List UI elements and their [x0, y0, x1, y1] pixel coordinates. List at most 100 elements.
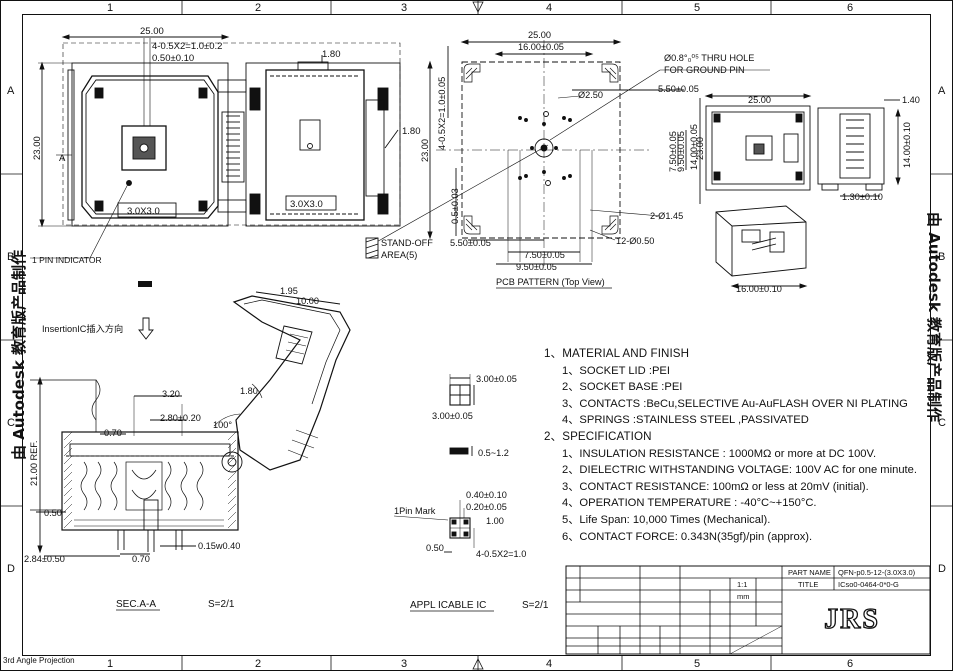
pcb-hole-note-2: FOR GROUND PIN: [664, 65, 745, 75]
pcb-dim-23: 23.00: [420, 139, 430, 162]
ic-dim-050: 0.50: [426, 543, 444, 553]
side-dim-140: 1.40: [902, 95, 920, 105]
col-label-1: 1: [107, 2, 113, 14]
material-spec-block: 1、MATERIAL AND FINISH 1、SOCKET LID :PEI …: [544, 346, 917, 545]
ic-dim-020: 0.20±0.05: [466, 502, 507, 512]
col-label-2b: 2: [255, 658, 261, 670]
pcb-title: PCB PATTERN (Top View): [496, 277, 605, 287]
sec-dim-284: 2.84±0.50: [24, 554, 65, 564]
side-dim-1400: 14.00±0.10: [902, 122, 912, 168]
standoff-corner-br: [601, 215, 619, 235]
pcb-dim-05: 0.5±0.03: [450, 188, 460, 224]
ic-dim-300a: 3.00±0.05: [476, 374, 517, 384]
col-label-4: 4: [546, 2, 552, 14]
spec-item: 1、INSULATION RESISTANCE : 1000MΩ or more…: [562, 447, 877, 460]
insertion-label: InsertionIC插入方向: [42, 323, 123, 334]
pcb-dim-v1: 4-0.5X2=1.0±0.05: [437, 77, 447, 150]
watermark-right: 由 Autodesk 教育版产品制作: [925, 212, 943, 423]
company-logo: JRS: [823, 603, 880, 635]
ic-dim-100: 1.00: [486, 516, 504, 526]
side-dim-1600: 16.00±0.10: [736, 284, 782, 294]
ic-dim-pitch: 4-0.5X2=1.0: [476, 549, 526, 559]
col-label-1b: 1: [107, 658, 113, 670]
col-label-3b: 3: [401, 658, 407, 670]
col-label-3: 3: [401, 2, 407, 14]
row-label-c-right: C: [938, 417, 946, 429]
spec-item: 3、CONTACT RESISTANCE: 100mΩ or less at 2…: [562, 480, 869, 493]
pcb-dim-phi25: Ø2.50: [578, 90, 603, 100]
spec-item: 4、OPERATION TEMPERATURE : -40°C~+150°C.: [562, 497, 817, 510]
frame-row-labels: A B C D A B C D: [7, 85, 946, 575]
spec-item: 6、CONTACT FORCE: 0.343N(35gf)/pin (appro…: [562, 530, 813, 543]
sec-dim-195: 1.95: [280, 286, 298, 296]
row-label-d: D: [7, 563, 15, 575]
row-label-a: A: [7, 85, 15, 97]
pcb-hole-050: 12-Ø0.50: [616, 236, 654, 246]
pcb-dim-950b: 9.50±0.05: [516, 262, 557, 272]
section-hatch: [63, 431, 237, 529]
label-size-1: 3.0X3.0: [127, 206, 160, 217]
pcb-hole-145: 2-Ø1.45: [650, 211, 683, 221]
frame-column-labels: 1 2 3 4 5 6 1 2 3 4 5 6: [107, 2, 853, 670]
pcb-dim-14v: 14.00±0.05: [689, 124, 699, 170]
tb-unit-value: mm: [737, 592, 750, 601]
col-label-4b: 4: [546, 658, 552, 670]
side-dim-130: 1.30±0.10: [842, 192, 883, 202]
ic-dim-0512: 0.5~1.2: [478, 448, 509, 458]
ic-dim-040: 0.40±0.10: [466, 490, 507, 500]
row-label-c: C: [7, 417, 15, 429]
spec-item: 2、DIELECTRIC WITHSTANDING VOLTAGE: 100V …: [562, 464, 917, 477]
top-view: [30, 34, 401, 259]
title-block: [565, 565, 931, 655]
pcb-pattern-view: [365, 39, 770, 270]
ic-pin-mark: 1Pin Mark: [394, 506, 436, 516]
row-label-b-right: B: [938, 251, 945, 263]
pcb-hole-note-1: Ø0.8°₀⁰⁵ THRU HOLE: [664, 53, 754, 63]
sec-dim-070b: 0.70: [132, 554, 150, 564]
pcb-standoff-2: AREA(5): [381, 250, 417, 260]
dim-25-top: 25.00: [140, 26, 164, 37]
label-size-2: 3.0X3.0: [290, 199, 323, 210]
section-view: [30, 281, 351, 557]
ic-title: APPL ICABLE IC: [410, 600, 486, 611]
pcb-standoff-1: STAND-OFF: [381, 238, 433, 248]
pcb-dim-25: 25.00: [528, 30, 551, 40]
col-label-6b: 6: [847, 658, 853, 670]
section-mark: A: [59, 153, 66, 164]
watermark-left: 由 Autodesk 教育版产品制作: [10, 249, 28, 460]
sec-title: SEC.A-A: [116, 599, 156, 610]
sec-dim-21: 21.00 REF.: [29, 441, 39, 486]
top-view-labels: 25.00 4-0.5X2=1.0±0.2 0.50±0.10 23.00 1.…: [32, 26, 421, 265]
spec-heading: 2、SPECIFICATION: [544, 429, 652, 443]
row-label-a-right: A: [938, 85, 946, 97]
dim-height: 23.00: [32, 136, 43, 160]
pin-indicator-label: 1 PIN INDICATOR: [32, 255, 102, 265]
pcb-dim-750v: 7.50±0.05: [668, 131, 678, 172]
col-label-5b: 5: [694, 658, 700, 670]
contact-springs: [80, 461, 204, 511]
side-view-labels: 25.00 23.00 1.40 14.00±0.10 1.30±0.10 16…: [695, 95, 920, 294]
ic-dim-300b: 3.00±0.05: [432, 411, 473, 421]
tb-part-label: PART NAME: [788, 568, 831, 577]
dim-side: 1.80: [322, 49, 341, 60]
pcb-dim-550r: 5.50±0.05: [658, 84, 699, 94]
standoff-corner-tl: [463, 63, 481, 83]
sec-dim-100: 100°: [213, 420, 232, 430]
applicable-ic-labels: 3.00±0.05 3.00±0.05 0.5~1.2 0.40±0.10 0.…: [394, 374, 549, 611]
side-dim-23: 23.00: [695, 137, 705, 160]
pcb-dim-750b: 7.50±0.05: [524, 250, 565, 260]
pcb-dim-950v: 9.50±0.05: [676, 131, 686, 172]
tb-part-value: QFN-p0.5-12-(3.0X3.0): [838, 568, 916, 577]
row-label-b: B: [7, 251, 14, 263]
sec-dim-015: 0.15w0.40: [198, 541, 240, 551]
tb-title-value: ICso0-0464-0*0-G: [838, 580, 899, 589]
dim-side2: 1.80: [402, 126, 421, 137]
row-label-d-right: D: [938, 563, 946, 575]
col-label-5: 5: [694, 2, 700, 14]
sec-dim-280: 2.80±0.20: [160, 413, 201, 423]
standoff-corner-bl: [463, 215, 481, 235]
tb-title-label: TITLE: [798, 580, 818, 589]
material-item: 4、SPRINGS :STAINLESS STEEL ,PASSIVATED: [562, 414, 809, 427]
side-views: [704, 93, 901, 289]
